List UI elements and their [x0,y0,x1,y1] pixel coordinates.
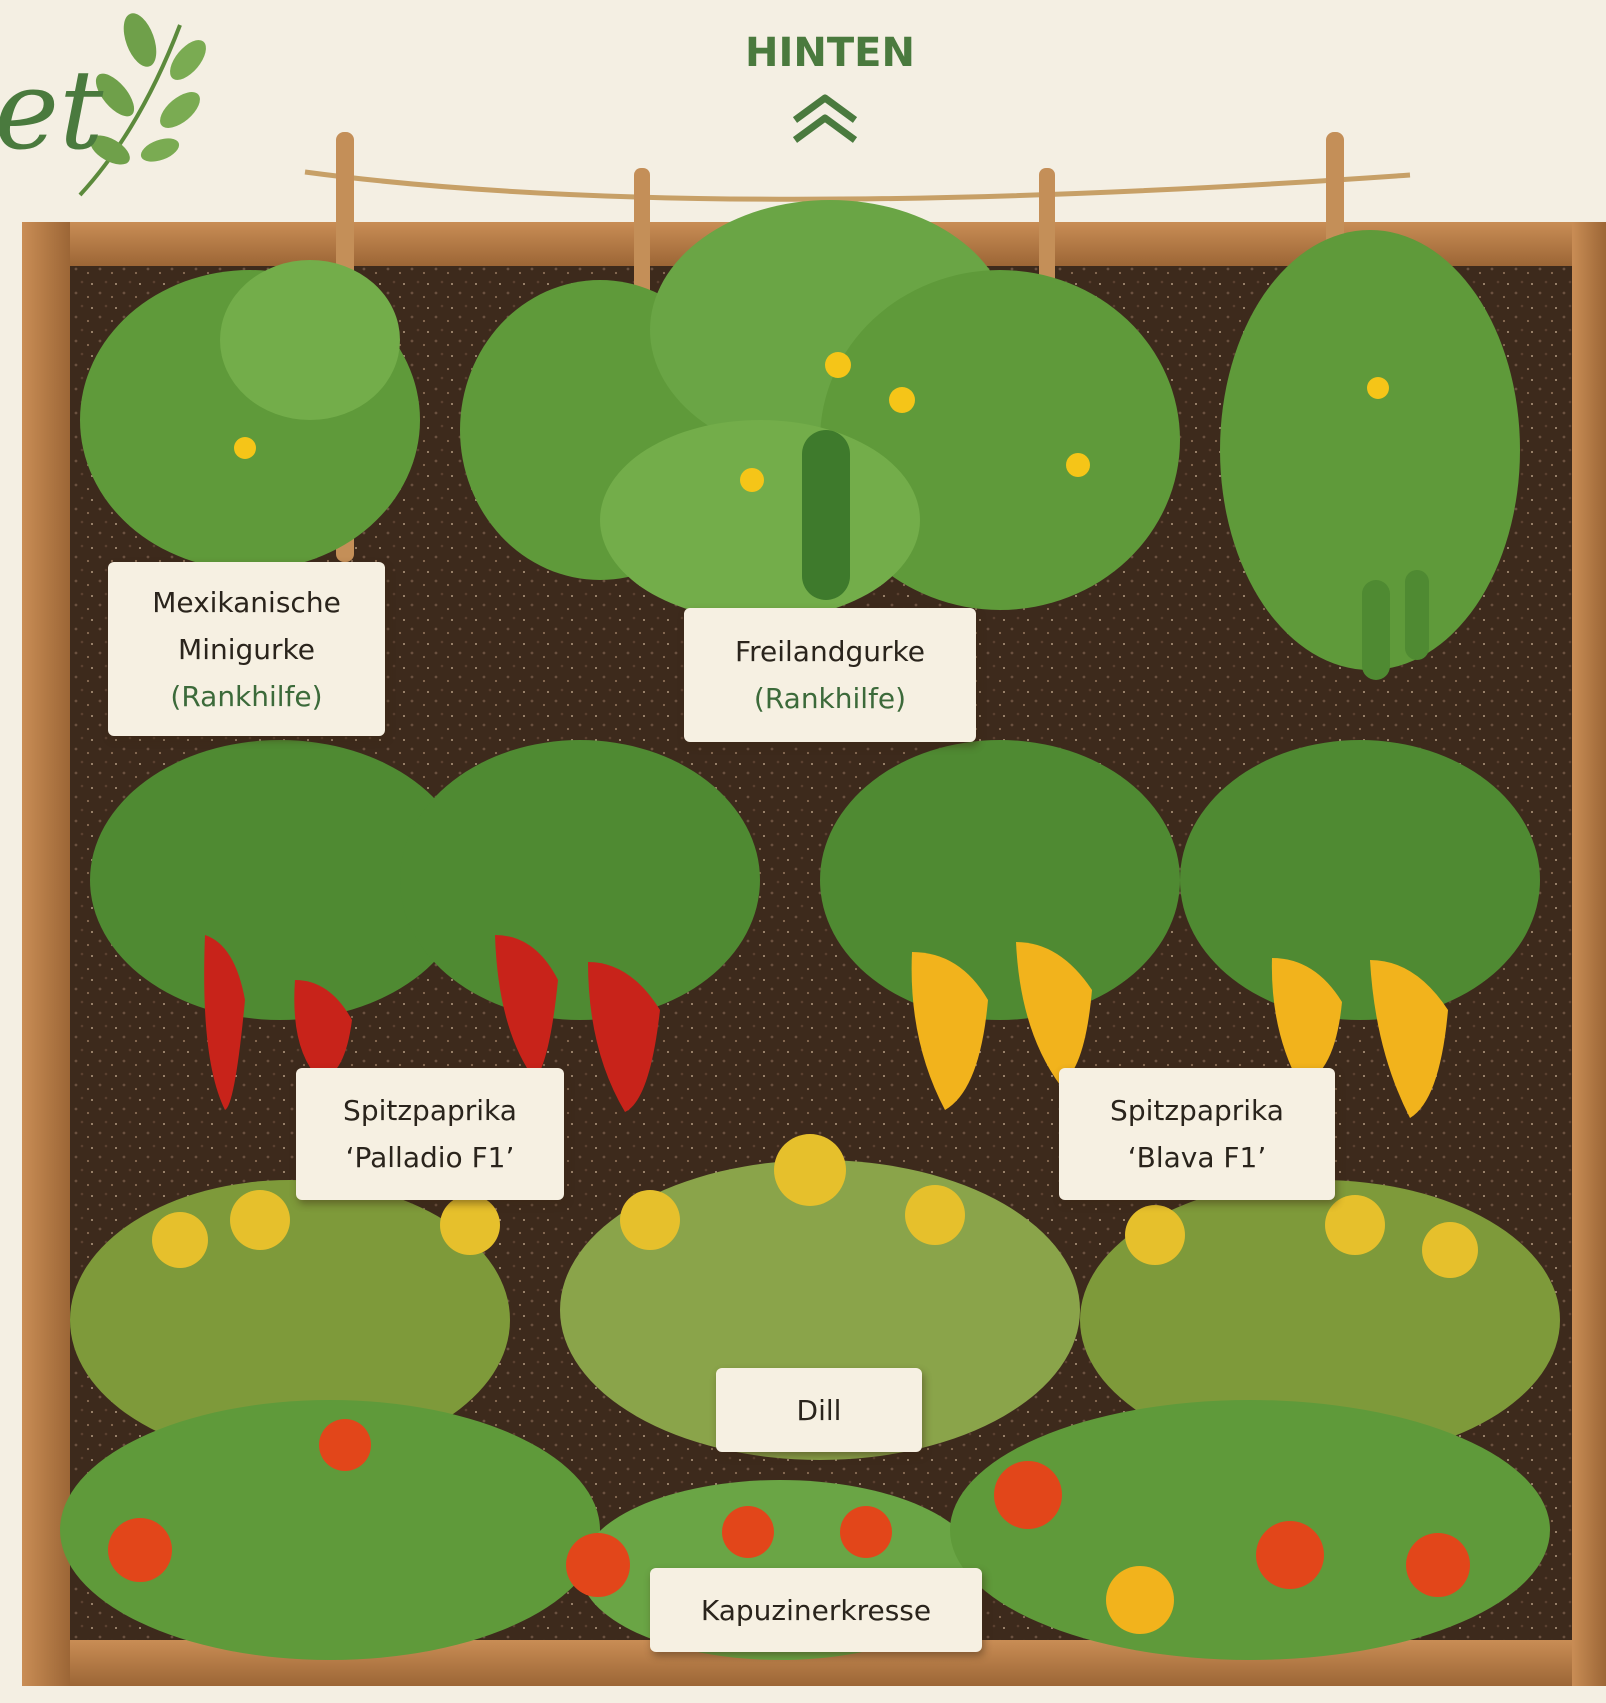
label-name: Spitzpaprika [343,1087,517,1134]
label-kapuzinerkresse: Kapuzinerkresse [650,1568,982,1652]
label-variety: ‘Palladio F1’ [346,1134,515,1181]
direction-label-back: HINTEN [700,30,960,76]
label-name: Spitzpaprika [1110,1087,1284,1134]
label-spitzpaprika-blava: Spitzpaprika ‘Blava F1’ [1059,1068,1335,1200]
label-mexikanische-minigurke: Mexikanische Minigurke (Rankhilfe) [108,562,385,736]
label-variety: ‘Blava F1’ [1128,1134,1267,1181]
label-dill: Dill [716,1368,922,1452]
label-spitzpaprika-palladio: Spitzpaprika ‘Palladio F1’ [296,1068,564,1200]
label-name: Kapuzinerkresse [701,1587,931,1634]
label-name-line1: Mexikanische [152,579,341,626]
double-chevron-up-icon [795,98,855,140]
label-name-line2: Minigurke [178,626,315,673]
label-name: Dill [797,1387,842,1434]
label-name: Freilandgurke [735,628,925,675]
page-title-fragment: et [0,46,103,174]
label-freilandgurke: Freilandgurke (Rankhilfe) [684,608,976,742]
label-note: (Rankhilfe) [170,673,322,720]
label-note: (Rankhilfe) [754,675,906,722]
